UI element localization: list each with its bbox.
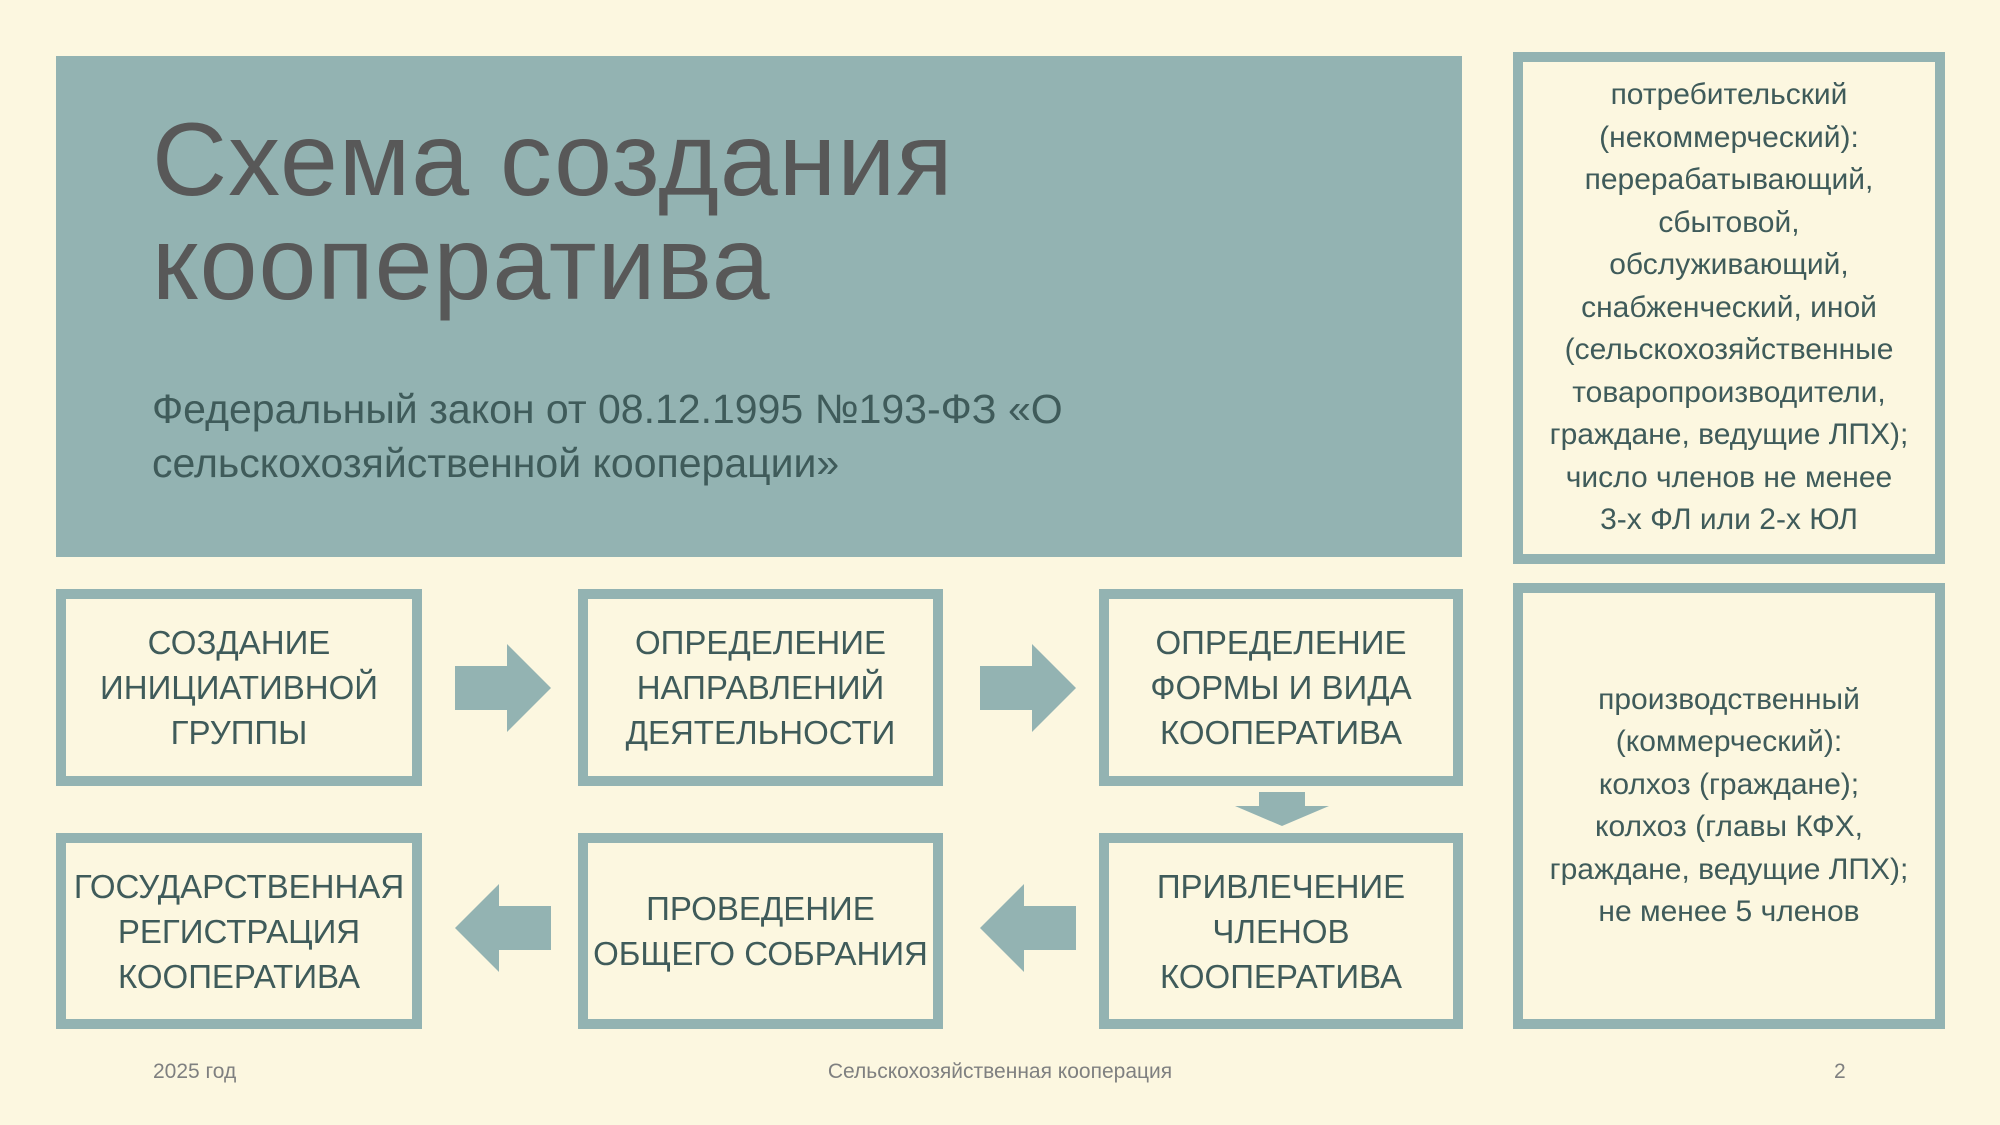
slide-subtitle: Федеральный закон от 08.12.1995 №193-ФЗ … xyxy=(152,382,1302,490)
text-line: НАПРАВЛЕНИЙ xyxy=(636,669,885,706)
text-line: число членов не менее xyxy=(1565,460,1893,494)
text-line: ДЕЯТЕЛЬНОСТИ xyxy=(625,714,896,751)
text-line: ПРИВЛЕЧЕНИЕ xyxy=(1156,867,1406,905)
text-line: граждане, ведущие ЛПХ); xyxy=(1549,418,1909,452)
text-line: ОБЩЕГО СОБРАНИЯ xyxy=(593,935,928,972)
footer-title: Сельскохозяйственная кооперация xyxy=(827,1060,1173,1083)
arrow-down-icon xyxy=(1235,792,1329,826)
text-line: перерабатывающий, xyxy=(1584,163,1874,197)
text-line: производственный xyxy=(1598,682,1860,716)
arrow-left-icon xyxy=(980,884,1076,972)
text-line: ПРОВЕДЕНИЕ xyxy=(646,890,875,927)
text-line: ОПРЕДЕЛЕНИЕ xyxy=(1155,624,1407,661)
step-create-group: СОЗДАНИЕ ИНИЦИАТИВНОЙ ГРУППЫ xyxy=(56,589,422,786)
box-text: ПРИВЛЕЧЕНИЕ ЧЛЕНОВ КООПЕРАТИВА xyxy=(1157,864,1405,999)
text-line: (сельскохозяйственные xyxy=(1564,333,1894,367)
step-define-directions: ОПРЕДЕЛЕНИЕ НАПРАВЛЕНИЙ ДЕЯТЕЛЬНОСТИ xyxy=(578,589,943,786)
text-line: КООПЕРАТИВА xyxy=(1160,714,1402,751)
text-line: ЧЛЕНОВ xyxy=(1212,912,1350,950)
text-line: колхоз (граждане); xyxy=(1598,767,1860,801)
box-text: потребительский (некоммерческий): перераба… xyxy=(1550,74,1909,542)
text-line: снабженческий, иной xyxy=(1581,290,1877,324)
step-define-form: ОПРЕДЕЛЕНИЕ ФОРМЫ И ВИДА КООПЕРАТИВА xyxy=(1099,589,1463,786)
text-line: обслуживающий, xyxy=(1609,248,1849,282)
subtitle-line: сельскохозяйственной кооперации» xyxy=(152,440,840,486)
footer-date: 2025 год xyxy=(153,1060,237,1083)
title-line: Схема создания xyxy=(152,102,954,218)
text-line: (коммерческий): xyxy=(1615,725,1843,758)
text-line: 3-х ФЛ или 2-х ЮЛ xyxy=(1600,503,1858,537)
text-line: потребительский xyxy=(1610,78,1848,112)
text-line: не менее 5 членов xyxy=(1598,895,1860,928)
slide-title: Схема создания кооператива xyxy=(152,108,954,316)
text-line: ИНИЦИАТИВНОЙ xyxy=(100,669,378,706)
step-general-meeting: ПРОВЕДЕНИЕ ОБЩЕГО СОБРАНИЯ xyxy=(578,833,943,1029)
text-line: ГРУППЫ xyxy=(170,714,308,751)
text-line: товаропроизводители, xyxy=(1572,375,1886,409)
text-line: сбытовой, xyxy=(1658,205,1800,239)
text-line: РЕГИСТРАЦИЯ xyxy=(117,912,361,950)
box-text: производственный (коммерческий): колхоз (г… xyxy=(1550,679,1909,934)
text-line: граждане, ведущие ЛПХ); xyxy=(1549,852,1909,886)
title-panel: Схема создания кооператива Федеральный з… xyxy=(56,56,1462,557)
text-line: ГОСУДАРСТВЕННАЯ xyxy=(73,867,405,905)
text-line: КООПЕРАТИВА xyxy=(118,957,360,995)
title-line: кооператива xyxy=(152,206,771,322)
text-line: КООПЕРАТИВА xyxy=(1160,957,1402,995)
arrow-right-icon xyxy=(455,644,551,732)
subtitle-line: Федеральный закон от 08.12.1995 №193-ФЗ … xyxy=(152,386,1063,432)
step-attract-members: ПРИВЛЕЧЕНИЕ ЧЛЕНОВ КООПЕРАТИВА xyxy=(1099,833,1463,1029)
box-text: ПРОВЕДЕНИЕ ОБЩЕГО СОБРАНИЯ xyxy=(593,886,928,976)
text-line: СОЗДАНИЕ xyxy=(147,624,331,661)
box-text: ГОСУДАРСТВЕННАЯ РЕГИСТРАЦИЯ КООПЕРАТИВА xyxy=(74,864,404,999)
step-registration: ГОСУДАРСТВЕННАЯ РЕГИСТРАЦИЯ КООПЕРАТИВА xyxy=(56,833,422,1029)
page-number: 2 xyxy=(1834,1060,1846,1083)
info-production-cooperative: производственный (коммерческий): колхоз (г… xyxy=(1513,583,1945,1029)
text-line: колхоз (главы КФХ, xyxy=(1594,810,1863,843)
text-line: ОПРЕДЕЛЕНИЕ xyxy=(634,624,886,661)
box-text: СОЗДАНИЕ ИНИЦИАТИВНОЙ ГРУППЫ xyxy=(100,620,378,755)
text-line: (некоммерческий): xyxy=(1599,120,1859,154)
arrow-right-icon xyxy=(980,644,1076,732)
box-text: ОПРЕДЕЛЕНИЕ НАПРАВЛЕНИЙ ДЕЯТЕЛЬНОСТИ xyxy=(626,620,896,755)
box-text: ОПРЕДЕЛЕНИЕ ФОРМЫ И ВИДА КООПЕРАТИВА xyxy=(1150,620,1411,755)
text-line: ФОРМЫ И ВИДА xyxy=(1150,669,1412,706)
arrow-left-icon xyxy=(455,884,551,972)
info-consumer-cooperative: потребительский (некоммерческий): перераба… xyxy=(1513,52,1945,564)
